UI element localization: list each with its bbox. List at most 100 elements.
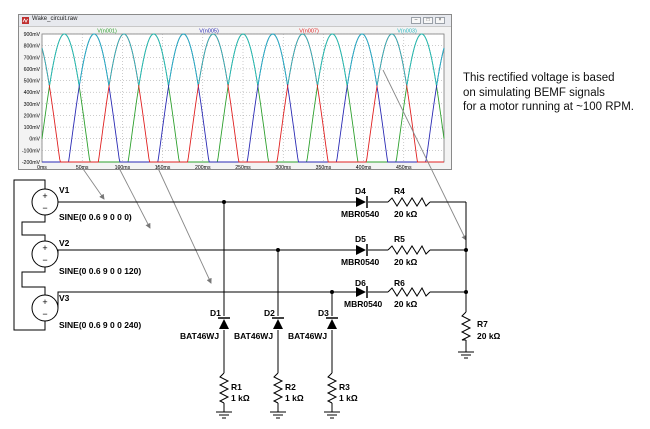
diode-d5[interactable] — [356, 244, 368, 256]
diode-d2[interactable] — [272, 317, 284, 329]
legend-entry: V(n007) — [299, 29, 319, 35]
wire-v2-v3 — [21, 267, 46, 295]
resistor-r5[interactable] — [387, 244, 431, 255]
wire-node2 — [57, 249, 356, 254]
r1-ref: R1 — [231, 382, 242, 392]
r7-ref: R7 — [477, 319, 488, 329]
y-tick-label: 900mV — [24, 32, 41, 38]
d5-part: MBR0540 — [341, 257, 380, 267]
legend-entry: V(n003) — [397, 29, 417, 35]
y-tick-label: 500mV — [24, 79, 41, 85]
y-tick-label: 300mV — [24, 102, 41, 108]
d4-ref: D4 — [355, 186, 366, 196]
y-tick-label: 200mV — [24, 113, 41, 119]
resistor-r7[interactable] — [460, 311, 472, 341]
r5-value: 20 kΩ — [394, 257, 418, 267]
x-tick-label: 300ms — [275, 165, 291, 169]
v1-ref: V1 — [59, 185, 70, 195]
d1-ref: D1 — [210, 308, 221, 318]
d1-part: BAT46WJ — [180, 331, 219, 341]
d2-ref: D2 — [264, 308, 275, 318]
diode-d3[interactable] — [326, 317, 338, 329]
d3-part: BAT46WJ — [288, 331, 327, 341]
d5-ref: D5 — [355, 234, 366, 244]
waveform-window[interactable]: Wake_circuit.raw – □ × 900mV 800mV 700mV 60… — [18, 14, 452, 170]
y-tick-label: -100mV — [22, 148, 41, 154]
r1-value: 1 kΩ — [231, 393, 250, 403]
wire-v3-v1 — [13, 179, 46, 331]
source-v2[interactable]: + − — [31, 240, 59, 268]
r6-value: 20 kΩ — [394, 299, 418, 309]
waveform-app-icon — [22, 17, 29, 24]
resistor-r4[interactable] — [387, 196, 431, 207]
junction-dots — [222, 200, 468, 294]
source-v1[interactable]: + − — [31, 188, 59, 216]
resistor-r1[interactable] — [218, 372, 230, 404]
diode-d4[interactable] — [356, 196, 368, 208]
arrow-n007 — [156, 165, 212, 284]
x-tick-label: 450ms — [396, 165, 412, 169]
y-tick-label: 600mV — [24, 67, 41, 73]
r3-value: 1 kΩ — [339, 393, 358, 403]
d6-part: MBR0540 — [344, 299, 383, 309]
y-tick-label: 100mV — [24, 125, 41, 131]
wires — [13, 179, 467, 412]
y-axis: 900mV 800mV 700mV 600mV 500mV 400mV 300mV 200mV… — [22, 32, 41, 166]
x-tick-label: 400ms — [356, 165, 372, 169]
diode-d1[interactable] — [218, 317, 230, 329]
wire-v1-v2 — [21, 215, 46, 241]
r2-ref: R2 — [285, 382, 296, 392]
r2-value: 1 kΩ — [285, 393, 304, 403]
v3-spec: SINE(0 0.6 9 0 0 240) — [59, 320, 141, 330]
waveform-chart[interactable]: 900mV 800mV 700mV 600mV 500mV 400mV 300mV 200mV… — [19, 27, 451, 169]
x-tick-label: 0ms — [37, 165, 47, 169]
y-tick-label: 700mV — [24, 55, 41, 61]
legend-entry: V(n001) — [97, 29, 117, 35]
svg-text:−: − — [42, 203, 47, 213]
wire-node3 — [57, 291, 356, 308]
ground-icon — [216, 411, 232, 419]
x-tick-label: 350ms — [316, 165, 332, 169]
r4-ref: R4 — [394, 186, 405, 196]
arrow-n005 — [117, 165, 151, 229]
v2-spec: SINE(0 0.6 9 0 0 120) — [59, 266, 141, 276]
x-tick-label: 50ms — [76, 165, 89, 169]
close-button[interactable]: × — [435, 17, 445, 24]
resistor-r6[interactable] — [387, 286, 431, 297]
annotation-text: This rectified voltage is based on simul… — [463, 72, 634, 114]
y-tick-label: 800mV — [24, 44, 41, 50]
resistor-r2[interactable] — [272, 372, 284, 404]
svg-text:−: − — [42, 255, 47, 265]
maximize-button[interactable]: □ — [423, 17, 433, 24]
ground-icons — [216, 351, 474, 419]
d4-part: MBR0540 — [341, 209, 380, 219]
diode-d6[interactable] — [356, 286, 368, 298]
minimize-button[interactable]: – — [411, 17, 421, 24]
v1-spec: SINE(0 0.6 9 0 0 0) — [59, 212, 132, 222]
resistor-r3[interactable] — [326, 372, 338, 404]
arrow-n001 — [80, 165, 105, 200]
svg-text:−: − — [42, 309, 47, 319]
window-title: Wake_circuit.raw — [32, 16, 78, 22]
d2-part: BAT46WJ — [234, 331, 273, 341]
r4-value: 20 kΩ — [394, 209, 418, 219]
svg-text:+: + — [42, 243, 47, 253]
v3-ref: V3 — [59, 293, 70, 303]
window-titlebar[interactable]: Wake_circuit.raw – □ × — [19, 15, 451, 27]
legend-entry: V(n005) — [199, 29, 219, 35]
ground-icon — [458, 351, 474, 359]
y-tick-label: 0mV — [29, 137, 40, 143]
series-line-vn007 — [41, 33, 444, 163]
v2-ref: V2 — [59, 238, 70, 248]
d6-ref: D6 — [355, 278, 366, 288]
svg-text:+: + — [42, 297, 47, 307]
y-tick-label: 400mV — [24, 90, 41, 96]
r7-value: 20 kΩ — [477, 331, 501, 341]
y-tick-label: -200mV — [22, 160, 41, 166]
r6-ref: R6 — [394, 278, 405, 288]
source-v3[interactable]: + − — [31, 294, 59, 322]
series-line-vn003 — [41, 33, 445, 87]
r5-ref: R5 — [394, 234, 405, 244]
x-tick-label: 200ms — [195, 165, 211, 169]
